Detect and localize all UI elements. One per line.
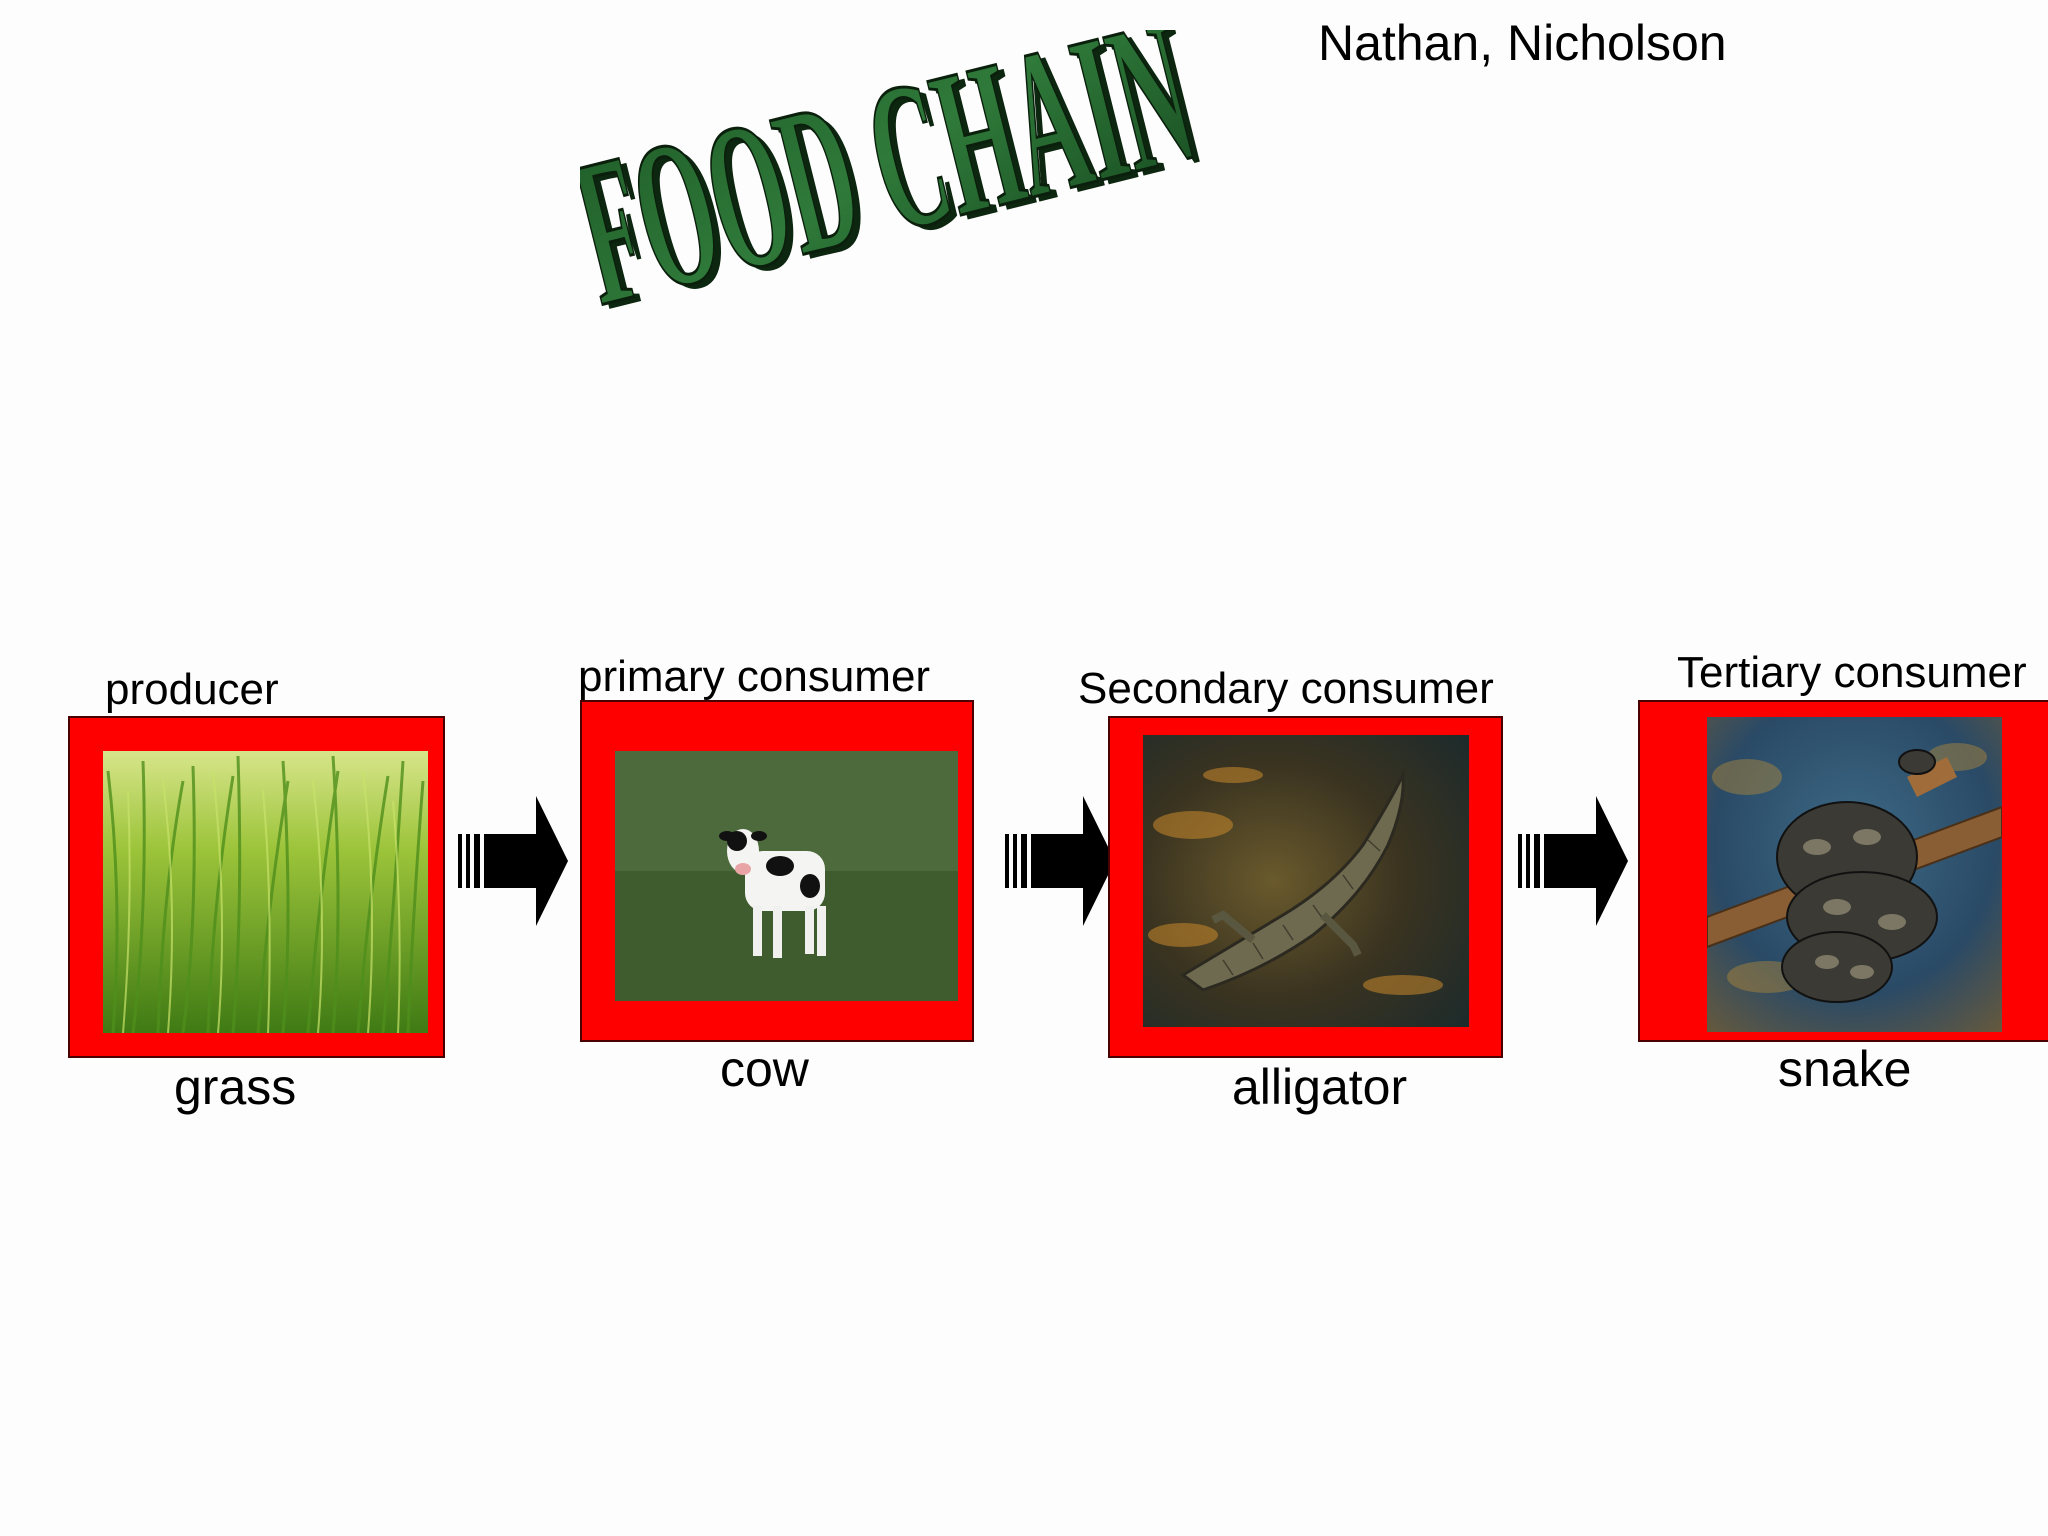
frame-tertiary: [1638, 700, 2048, 1042]
arrow-right-icon: [1518, 796, 1628, 926]
grass-photo: [103, 751, 428, 1033]
organism-label-snake: snake: [1778, 1040, 1911, 1098]
frame-primary: [580, 700, 974, 1042]
arrow-right-icon: [458, 796, 568, 926]
organism-label-grass: grass: [174, 1058, 296, 1116]
title-text: FOOD CHAIN: [580, 30, 1213, 330]
frame-secondary: [1108, 716, 1503, 1058]
cow-photo: [615, 751, 958, 1001]
role-label-tertiary: Tertiary consumer: [1677, 648, 2027, 698]
role-label-producer: producer: [105, 665, 279, 715]
snake-photo: [1707, 717, 2002, 1032]
title-wordart: FOOD CHAIN FOOD CHAIN: [580, 30, 1280, 330]
alligator-photo: [1143, 735, 1469, 1027]
role-label-secondary: Secondary consumer: [1078, 664, 1494, 714]
organism-label-alligator: alligator: [1232, 1058, 1407, 1116]
role-label-primary: primary consumer: [578, 652, 930, 702]
arrow-right-icon: [1005, 796, 1115, 926]
frame-producer: [68, 716, 445, 1058]
organism-label-cow: cow: [720, 1040, 809, 1098]
author-name: Nathan, Nicholson: [1318, 14, 1727, 72]
